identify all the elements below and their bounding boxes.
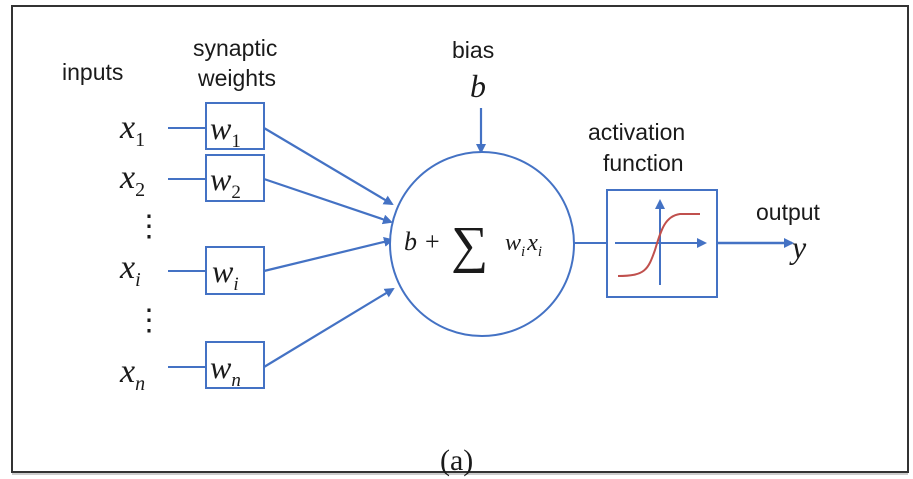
weight-wn: wn bbox=[210, 349, 241, 391]
weight-box-w1 bbox=[205, 102, 265, 150]
arrow-wi-to-sum bbox=[263, 237, 394, 273]
ellipsis-upper: ⋮ bbox=[134, 210, 164, 243]
figure-caption: (a) bbox=[440, 444, 473, 477]
weight-box-wi bbox=[205, 246, 265, 295]
output-symbol: y bbox=[789, 229, 807, 265]
input-x2: x2 bbox=[119, 159, 145, 201]
weight-wi: wi bbox=[212, 253, 239, 295]
synaptic-weights-label-line1: synaptic bbox=[193, 35, 277, 61]
input-xn: xn bbox=[119, 353, 145, 395]
weight-w2: w2 bbox=[210, 161, 241, 203]
summation-bias: b bbox=[404, 227, 417, 256]
weight-box-w2 bbox=[205, 154, 265, 202]
weight-box-wn bbox=[205, 341, 265, 389]
arrow-w2-to-sum bbox=[263, 177, 393, 225]
summation-plus: + bbox=[425, 227, 440, 256]
arrow-w1-to-sum bbox=[263, 127, 394, 206]
output-label: output bbox=[756, 199, 821, 225]
arrow-wn-to-sum bbox=[263, 287, 395, 368]
bias-symbol: b bbox=[470, 68, 486, 104]
ellipsis-lower: ⋮ bbox=[134, 304, 164, 337]
sigmoid-curve bbox=[617, 213, 700, 277]
synaptic-weights-label-line2: weights bbox=[197, 65, 276, 91]
activation-function-label-line1: activation bbox=[588, 119, 685, 145]
input-xi: xi bbox=[119, 249, 141, 291]
inputs-label: inputs bbox=[62, 59, 123, 85]
summation-sigma: ∑ bbox=[451, 217, 488, 274]
bias-label: bias bbox=[452, 37, 494, 63]
activation-function-label-line2: function bbox=[603, 150, 684, 176]
summation-term: wixi bbox=[505, 230, 542, 260]
input-x1: x1 bbox=[119, 109, 145, 151]
weight-w1: w1 bbox=[210, 110, 241, 152]
